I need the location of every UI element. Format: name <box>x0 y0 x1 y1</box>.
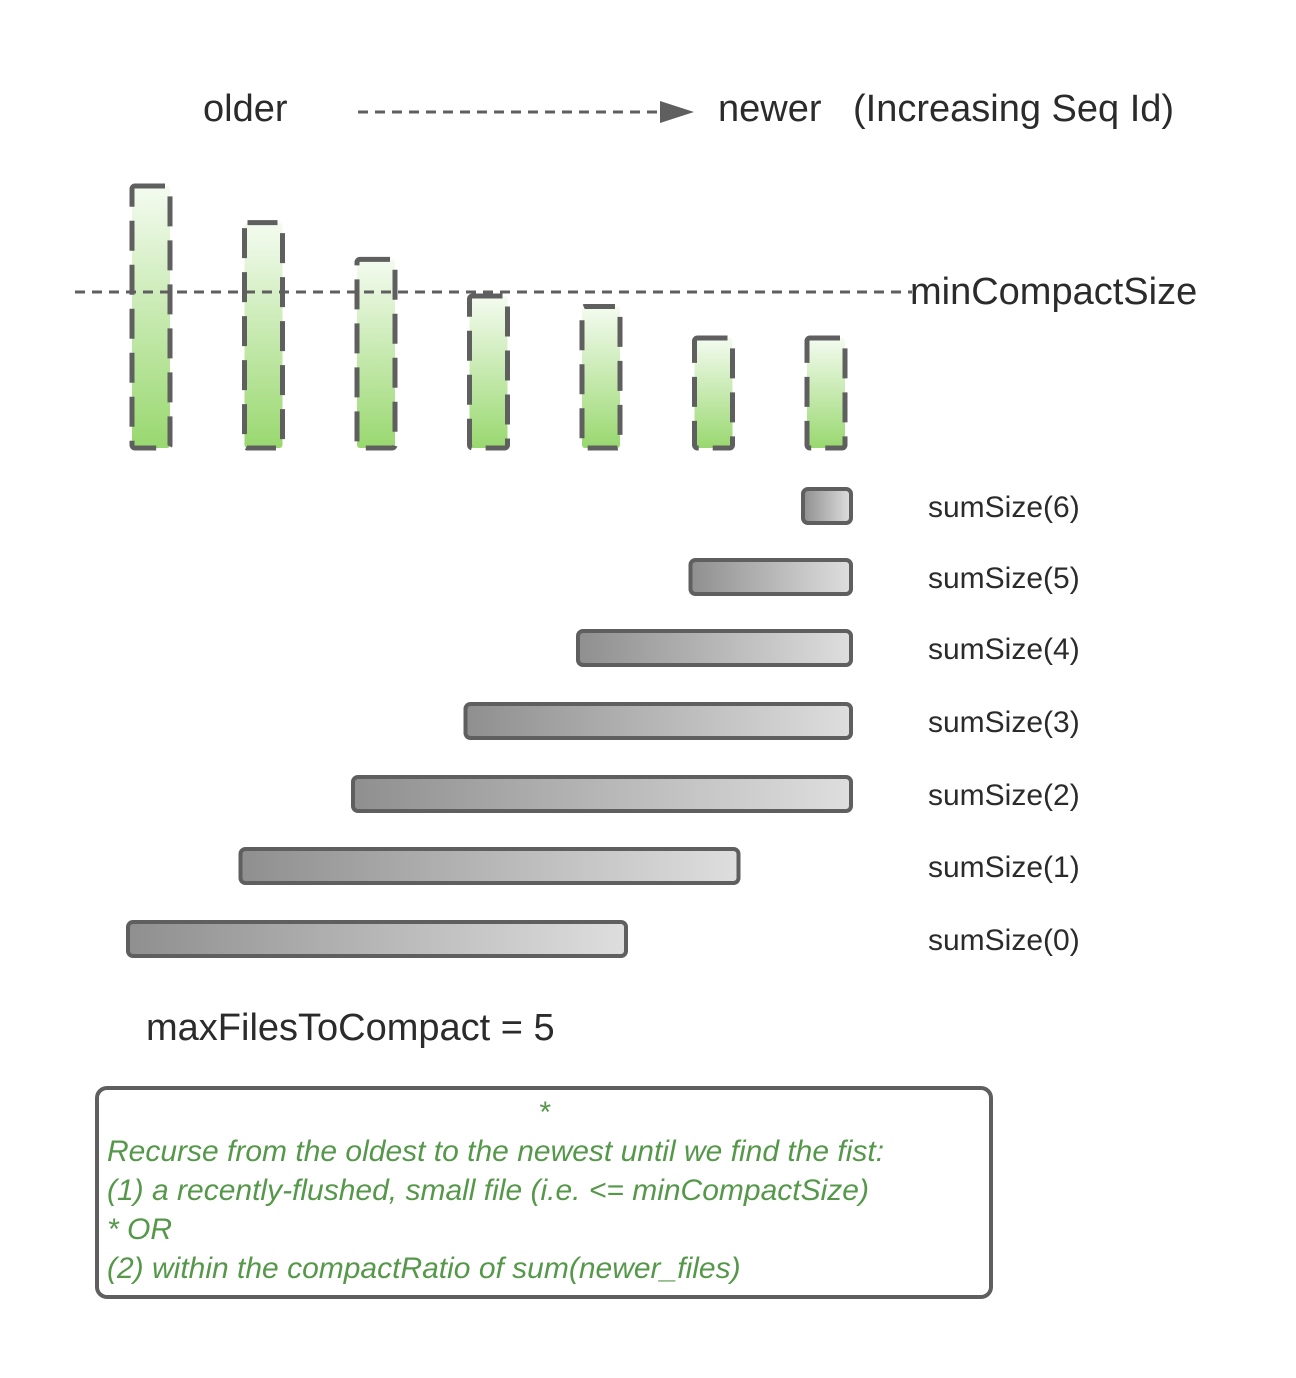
store-files <box>129 183 848 451</box>
note-lines: Recurse from the oldest to the newest un… <box>107 1132 983 1288</box>
sum-size-bars: sumSize(6) sumSize(5) sumSize(4) sumSize(3)… <box>126 487 1080 958</box>
newer-label: newer <box>718 88 822 130</box>
store-file-bar <box>467 293 510 451</box>
sum-size-label: sumSize(3) <box>928 706 1080 739</box>
sum-size-label: sumSize(6) <box>928 491 1080 524</box>
note-line: Recurse from the oldest to the newest un… <box>107 1135 885 1168</box>
note-line: * OR <box>107 1213 173 1246</box>
store-file-bar <box>804 335 848 451</box>
store-file-bar <box>242 220 285 451</box>
older-label: older <box>203 88 288 130</box>
sum-size-bar <box>126 920 628 958</box>
note-star: * <box>538 1096 550 1129</box>
store-file-bar <box>129 183 173 451</box>
sum-size-bar <box>801 487 853 525</box>
note-line: (2) within the compactRatio of sum(newer… <box>107 1252 741 1285</box>
note-line: (1) a recently-flushed, small file (i.e.… <box>107 1174 869 1207</box>
store-file-bar <box>692 335 735 451</box>
sum-size-label: sumSize(2) <box>928 779 1080 812</box>
store-file-bar <box>579 304 623 451</box>
sum-size-bar <box>688 558 853 596</box>
sum-size-bar <box>351 775 853 813</box>
store-file-bar <box>354 256 398 451</box>
note-box: * Recurse from the oldest to the newest … <box>95 1086 993 1299</box>
sum-size-label: sumSize(1) <box>928 851 1080 884</box>
sum-size-bar <box>463 702 853 740</box>
min-compact-size-label: minCompactSize <box>910 271 1197 313</box>
max-files-label: maxFilesToCompact = 5 <box>146 1007 555 1049</box>
sum-size-label: sumSize(4) <box>928 633 1080 666</box>
sum-size-bar <box>576 629 853 667</box>
seq-id-label: (Increasing Seq Id) <box>853 88 1174 130</box>
sum-size-bar <box>238 847 741 885</box>
direction-arrow <box>358 101 694 123</box>
sum-size-label: sumSize(5) <box>928 562 1080 595</box>
sum-size-label: sumSize(0) <box>928 924 1080 957</box>
